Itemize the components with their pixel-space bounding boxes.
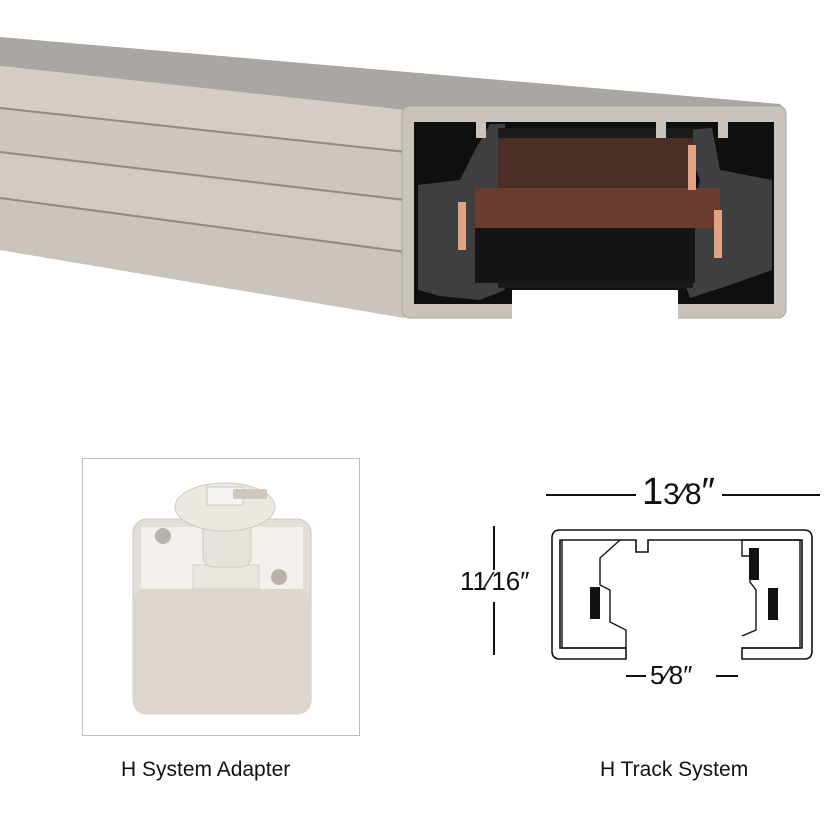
track-photo xyxy=(0,37,787,320)
opening-dimension-label: 5⁄8″ xyxy=(650,660,692,690)
screw-icon xyxy=(271,569,287,585)
screw-icon xyxy=(155,528,171,544)
width-fraction: 3⁄8 xyxy=(663,478,702,511)
adapter-image-frame xyxy=(82,458,360,736)
track-dimension-diagram xyxy=(493,494,820,677)
adapter-caption: H System Adapter xyxy=(121,758,291,781)
adapter-photo xyxy=(132,482,312,715)
copper-contact xyxy=(688,145,696,190)
height-fraction: 11⁄16 xyxy=(460,566,521,596)
width-unit: ″ xyxy=(701,471,715,513)
height-dimension-label: 11⁄16″ xyxy=(460,566,529,596)
opening-unit: ″ xyxy=(683,660,693,690)
track-top-face xyxy=(0,37,786,110)
width-whole: 1 xyxy=(642,471,664,513)
height-unit: ″ xyxy=(520,566,530,596)
width-dimension-label: 13⁄8″ xyxy=(642,472,715,515)
opening-fraction: 5⁄8 xyxy=(650,660,684,690)
track-system-caption: H Track System xyxy=(600,758,749,781)
copper-contact xyxy=(714,210,722,258)
copper-contact xyxy=(458,202,466,250)
